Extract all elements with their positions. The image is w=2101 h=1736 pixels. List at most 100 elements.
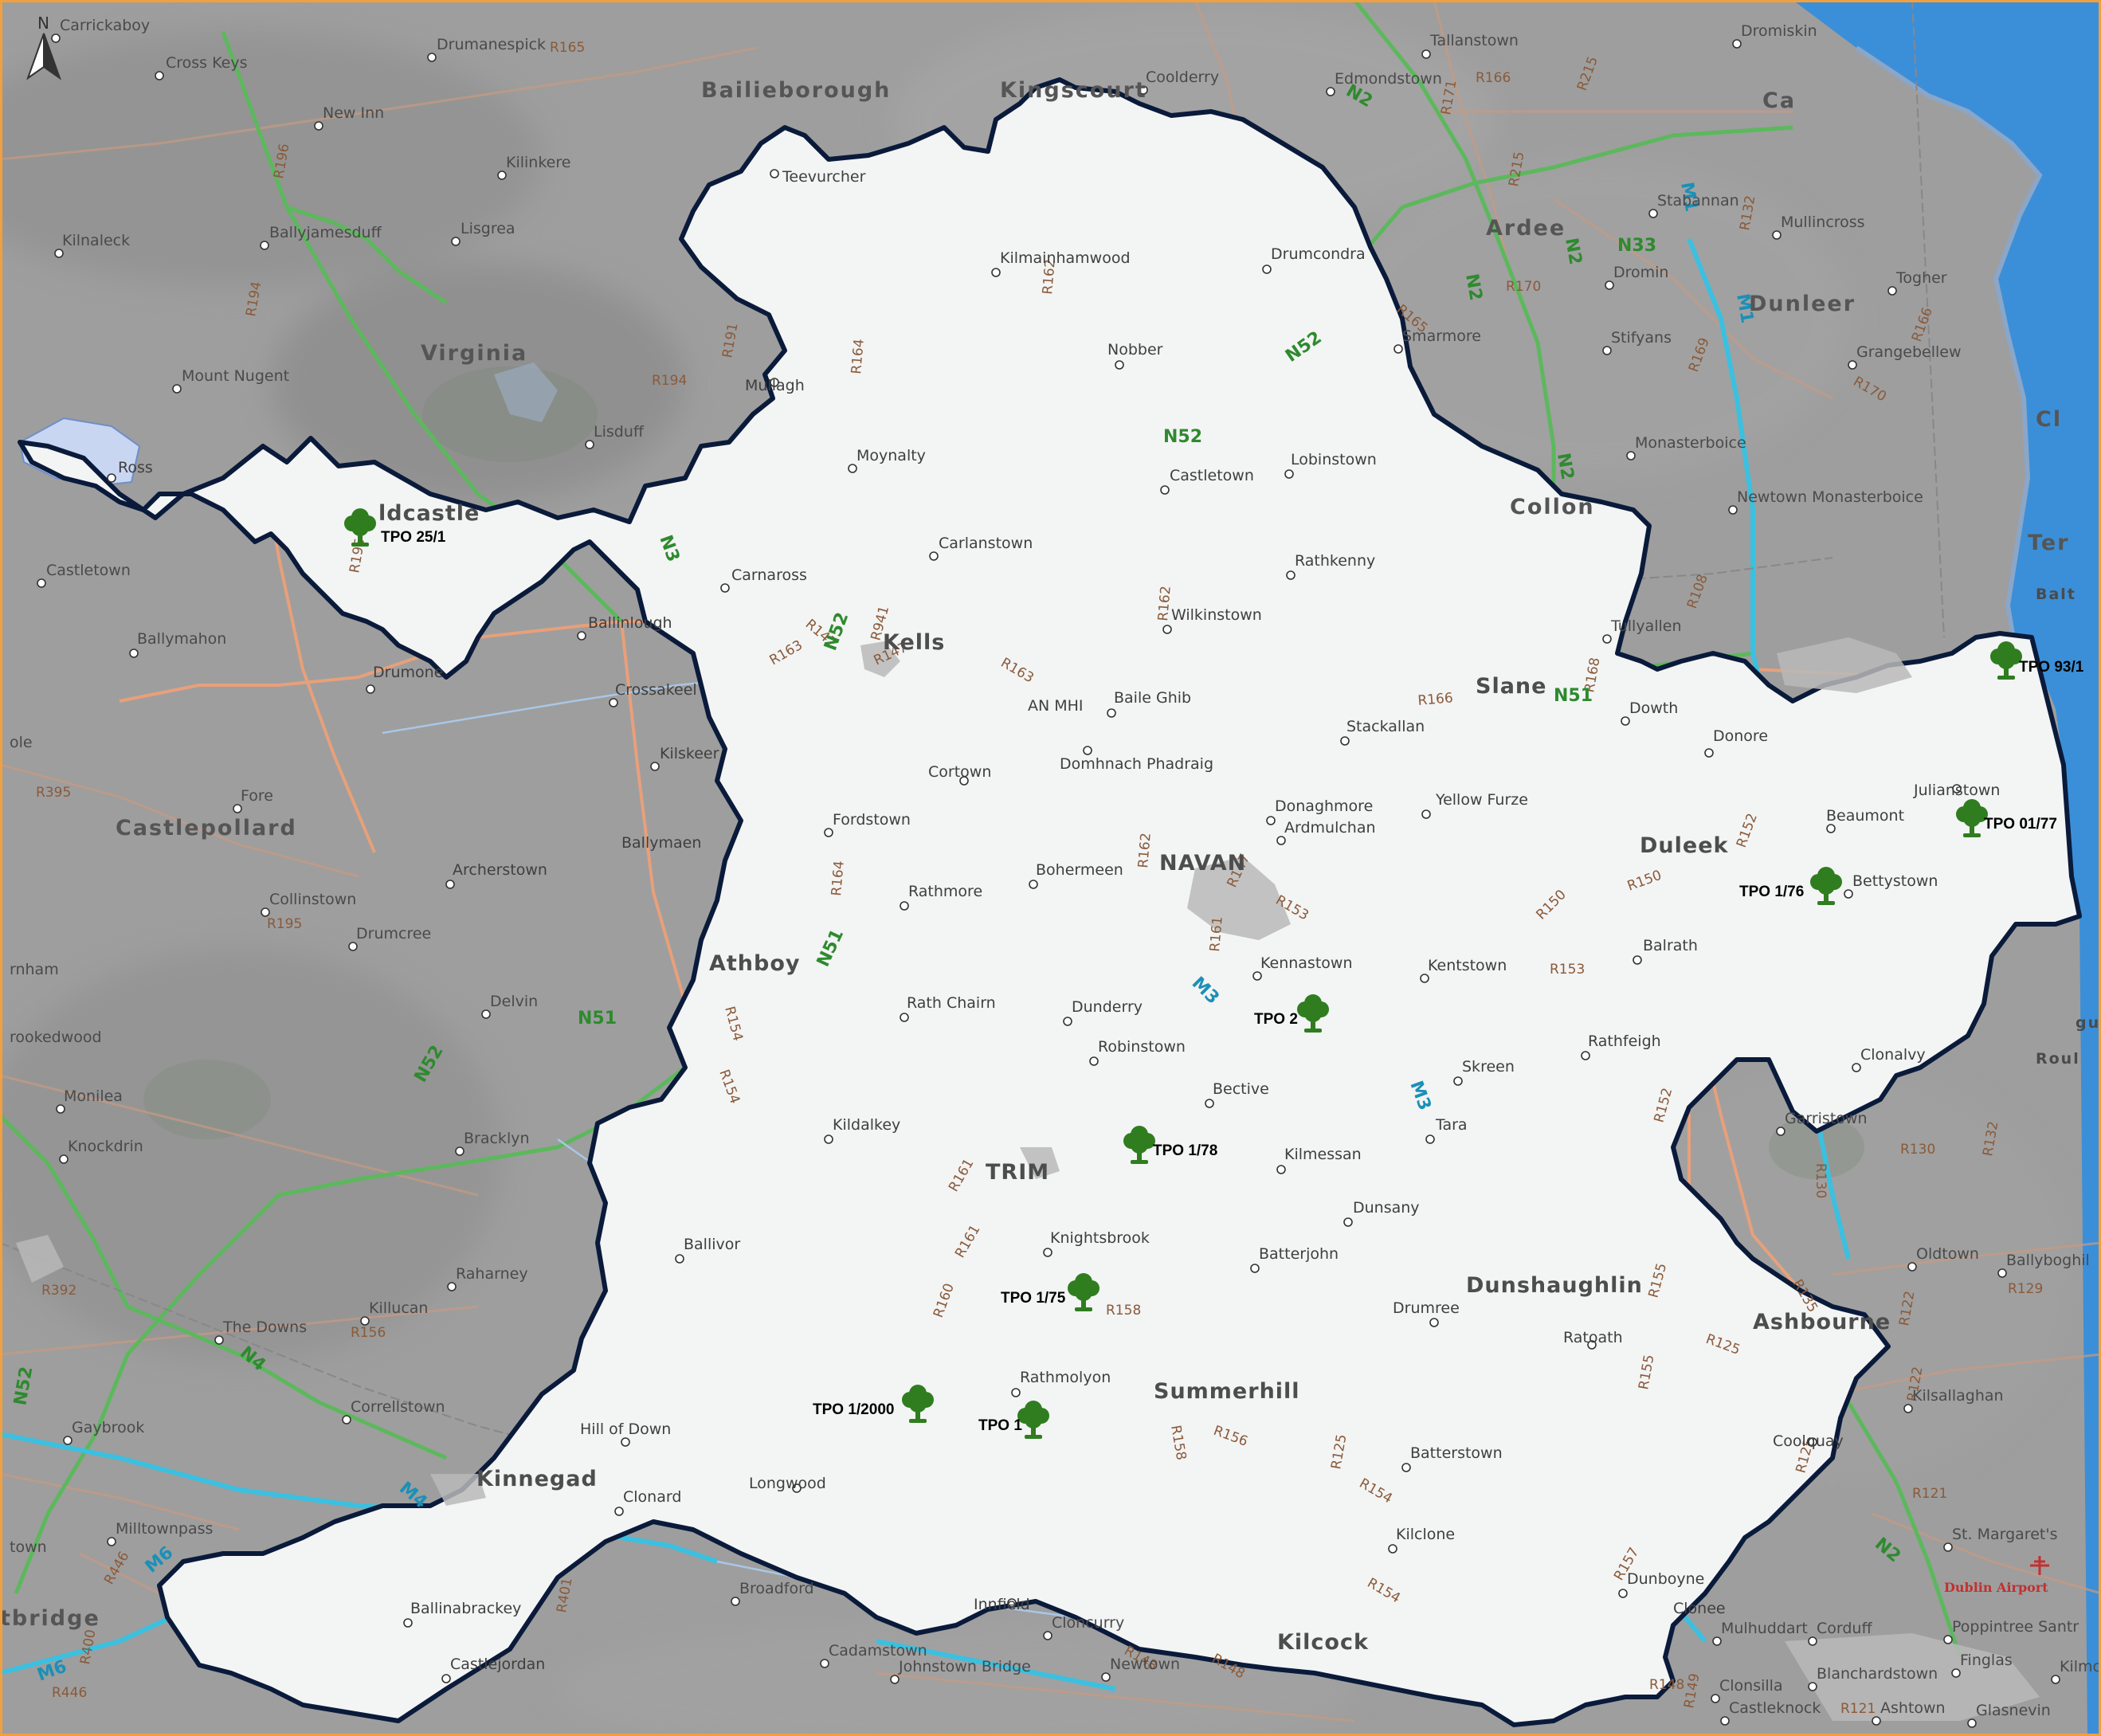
town-castlepollard: Castlepollard — [116, 816, 297, 841]
town-ashtown-marker — [1872, 1716, 1881, 1726]
town-ashtown: Ashtown — [1880, 1699, 1946, 1717]
tpo-2-label: TPO 2 — [1254, 1011, 1298, 1028]
road-label-r121: R121 — [1912, 1486, 1947, 1502]
town-tullyallen: Tullyallen — [1610, 617, 1682, 635]
town-innfield: Innfield — [974, 1596, 1030, 1613]
town-dunboyne-marker — [1618, 1589, 1628, 1598]
town-dunsany-marker — [1343, 1217, 1353, 1227]
town-rathmolyon-marker — [1011, 1388, 1021, 1397]
town-kilinkere: Kilinkere — [506, 154, 570, 171]
town-ardee: Ardee — [1486, 216, 1566, 241]
town-finglas: Finglas — [1960, 1652, 2013, 1669]
road-label-r129: R129 — [2008, 1281, 2043, 1297]
tpo-1-78-tree[interactable]: TPO 1/78 — [1123, 1126, 1217, 1164]
town-mullincross: Mullincross — [1781, 214, 1865, 231]
tpo-1-75-tree[interactable]: TPO 1/75 — [1001, 1273, 1099, 1311]
town-cloncurry: Cloncurry — [1052, 1614, 1124, 1632]
town-the-downs-marker — [214, 1335, 224, 1345]
town-grangebellew-marker — [1848, 360, 1857, 370]
town-kilmainhamwood-marker — [991, 268, 1001, 277]
tpo-25-1-tree[interactable]: TPO 25/1 — [344, 508, 446, 547]
road-label-r162: R162 — [1155, 586, 1174, 622]
road-label-r164: R164 — [849, 339, 868, 375]
town-ballinlough-marker — [577, 631, 586, 641]
airport-icon — [2030, 1556, 2049, 1575]
town-kilclone: Kilclone — [1396, 1526, 1455, 1543]
road-label-r194: R194 — [652, 373, 687, 389]
town-kilnaleck: Kilnaleck — [62, 232, 130, 249]
road-label-n2: N2 — [1553, 452, 1577, 482]
town-bohermeen: Bohermeen — [1036, 861, 1123, 879]
major-towns: KellsNAVANTRIMAthboySlaneDuleekDunshaugh… — [0, 78, 1890, 1655]
road-label-r130: R130 — [1900, 1142, 1935, 1158]
town-mount-nugent-marker — [172, 384, 182, 394]
tpo-93-1-tree[interactable]: TPO 93/1 — [1990, 641, 2084, 680]
town-broadford-marker — [731, 1597, 740, 1606]
town-rnham: rnham — [10, 961, 59, 978]
town-oldtown-marker — [1907, 1262, 1917, 1272]
town-kildalkey: Kildalkey — [833, 1116, 900, 1134]
town-grangebellew: Grangebellew — [1856, 343, 1962, 361]
town-kilskeer-marker — [650, 762, 660, 771]
town-kilcock: Kilcock — [1277, 1630, 1369, 1655]
town-kilsallaghan: Kilsallaghan — [1912, 1387, 2004, 1405]
town-newtown-monasterboice: Newtown Monasterboice — [1737, 488, 1923, 506]
town-dunshaughlin: Dunshaughlin — [1466, 1273, 1643, 1298]
town-coolquay: Coolquay — [1773, 1432, 1844, 1450]
town-clonard-marker — [614, 1507, 624, 1516]
town-lobinstown-marker — [1284, 469, 1294, 479]
tpo-1-2000-tree[interactable]: TPO 1/2000 — [813, 1385, 934, 1423]
road-label-r446: R446 — [52, 1685, 87, 1701]
town-drumcree-marker — [348, 942, 358, 951]
town-balrath-marker — [1633, 955, 1642, 965]
road-label-r161: R161 — [1207, 916, 1226, 953]
town-drumone-marker — [366, 684, 375, 694]
town-nobber-marker — [1115, 360, 1124, 370]
town-crossakeel-marker — [609, 698, 618, 707]
town-kells: Kells — [883, 630, 945, 655]
tpo-1-76-tree[interactable]: TPO 1/76 — [1739, 867, 1842, 905]
town-slane: Slane — [1476, 674, 1546, 699]
town-longwood-marker — [792, 1483, 802, 1493]
town-ballyboghil: Ballyboghil — [2006, 1252, 2090, 1269]
town-kilnaleck-marker — [54, 249, 64, 258]
town-newtown: Newtown — [1110, 1656, 1180, 1673]
town-longwood: Longwood — [749, 1475, 826, 1492]
town-bracklyn-marker — [455, 1146, 464, 1156]
svg-text:Ca: Ca — [1762, 88, 1796, 113]
town-bailieborough: Bailieborough — [701, 78, 891, 103]
town-kilmore-marker — [2051, 1675, 2060, 1684]
town-ballymahon-marker — [129, 649, 139, 658]
town-lisgrea-marker — [451, 237, 461, 246]
tpo-2-tree[interactable]: TPO 2 — [1254, 994, 1329, 1033]
town-kildalkey-marker — [824, 1134, 833, 1144]
tpo-1-tree[interactable]: TPO 1 — [978, 1401, 1049, 1439]
town-monasterboice: Monasterboice — [1635, 434, 1746, 452]
town-dunleer: Dunleer — [1749, 292, 1856, 316]
road-label-r166: R166 — [1476, 70, 1511, 86]
town-carrickaboy-marker — [51, 33, 61, 43]
town-glasnevin-marker — [1967, 1718, 1977, 1728]
town-poppintree: Poppintree Santr — [1952, 1618, 2079, 1636]
town-cloncurry-marker — [1043, 1631, 1052, 1640]
tpo-01-77-tree[interactable]: TPO 01/77 — [1956, 799, 2057, 837]
town-castlejordan-marker — [441, 1674, 451, 1683]
town-drumcondra: Drumcondra — [1271, 245, 1366, 263]
road-label-n52: N52 — [1163, 427, 1202, 447]
town-lisgrea: Lisgrea — [461, 220, 515, 237]
town-donore-marker — [1704, 748, 1714, 758]
town-stifyans: Stifyans — [1611, 329, 1672, 347]
town-finglas-marker — [1951, 1668, 1961, 1678]
town-wilkinstown: Wilkinstown — [1171, 606, 1262, 624]
town-ballyjamesduff: Ballyjamesduff — [269, 224, 382, 241]
town-cross-keys-marker — [155, 71, 164, 80]
town-cortown-marker — [959, 776, 969, 786]
town-stifyans-marker — [1602, 346, 1612, 355]
town-corduff-marker — [1808, 1636, 1817, 1646]
town-gaybrook: Gaybrook — [72, 1419, 144, 1436]
town-ole: ole — [10, 734, 33, 751]
town-castleknock: Castleknock — [1729, 1699, 1821, 1717]
town-new-inn-marker — [314, 121, 323, 131]
